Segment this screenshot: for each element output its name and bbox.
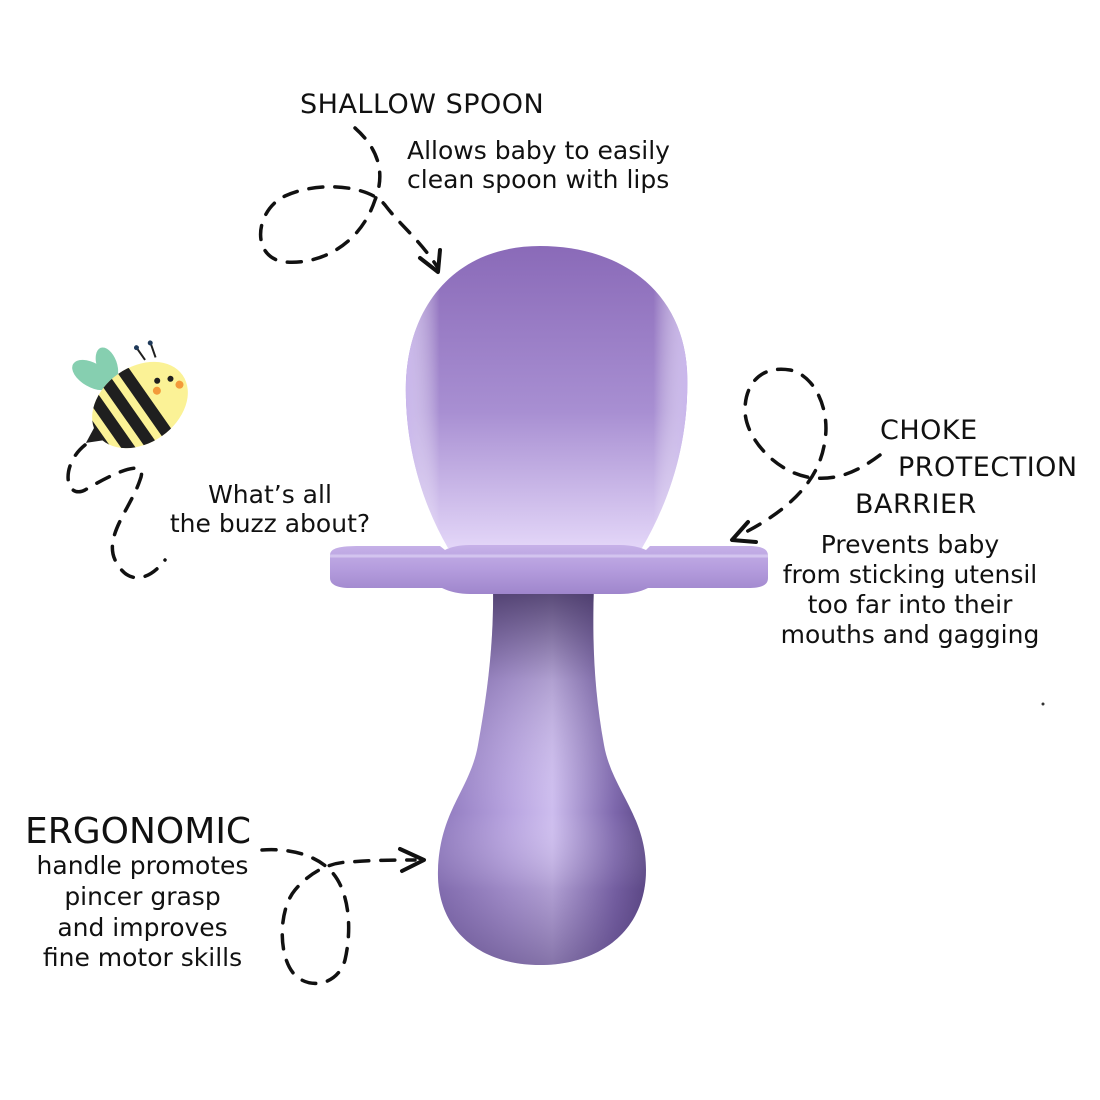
arrowhead-shallow-spoon	[418, 248, 442, 274]
shallow-spoon-desc-line1: Allows baby to easily	[407, 136, 670, 165]
shallow-spoon-desc-line2: clean spoon with lips	[407, 165, 670, 194]
ergonomic-desc-line2: pincer grasp	[64, 882, 221, 911]
ergonomic-desc-line1: handle promotes	[36, 851, 249, 880]
choke-title-line3: BARRIER	[855, 489, 977, 520]
bee-icon	[72, 340, 188, 466]
choke-desc-line2: from sticking utensil	[782, 560, 1038, 589]
arrowhead-choke-barrier	[730, 520, 758, 544]
dashed-path-shallow-spoon	[258, 126, 440, 270]
dashed-path-choke-barrier	[738, 367, 882, 537]
dashed-path-bee	[66, 443, 167, 580]
spoon-product-image	[330, 246, 768, 965]
choke-desc-line1: Prevents baby	[820, 530, 1000, 559]
bee-text-line2: the buzz about?	[169, 509, 371, 538]
choke-desc-line3: too far into their	[807, 590, 1013, 619]
ergonomic-desc-line3: and improves	[57, 913, 228, 942]
ergonomic-desc-line4: fine motor skills	[42, 943, 243, 972]
bee-text-line1: What’s all	[208, 480, 332, 509]
arrowhead-ergonomic	[398, 847, 426, 873]
shallow-spoon-title: SHALLOW SPOON	[300, 89, 545, 120]
ergonomic-title: ERGONOMIC	[25, 811, 252, 852]
choke-title-line2: PROTECTION	[898, 452, 1078, 483]
dashed-arrows	[66, 126, 882, 986]
choke-desc-line4: mouths and gagging	[780, 620, 1040, 649]
dashed-path-ergonomic	[260, 847, 417, 986]
choke-title-line1: CHOKE	[880, 415, 978, 446]
